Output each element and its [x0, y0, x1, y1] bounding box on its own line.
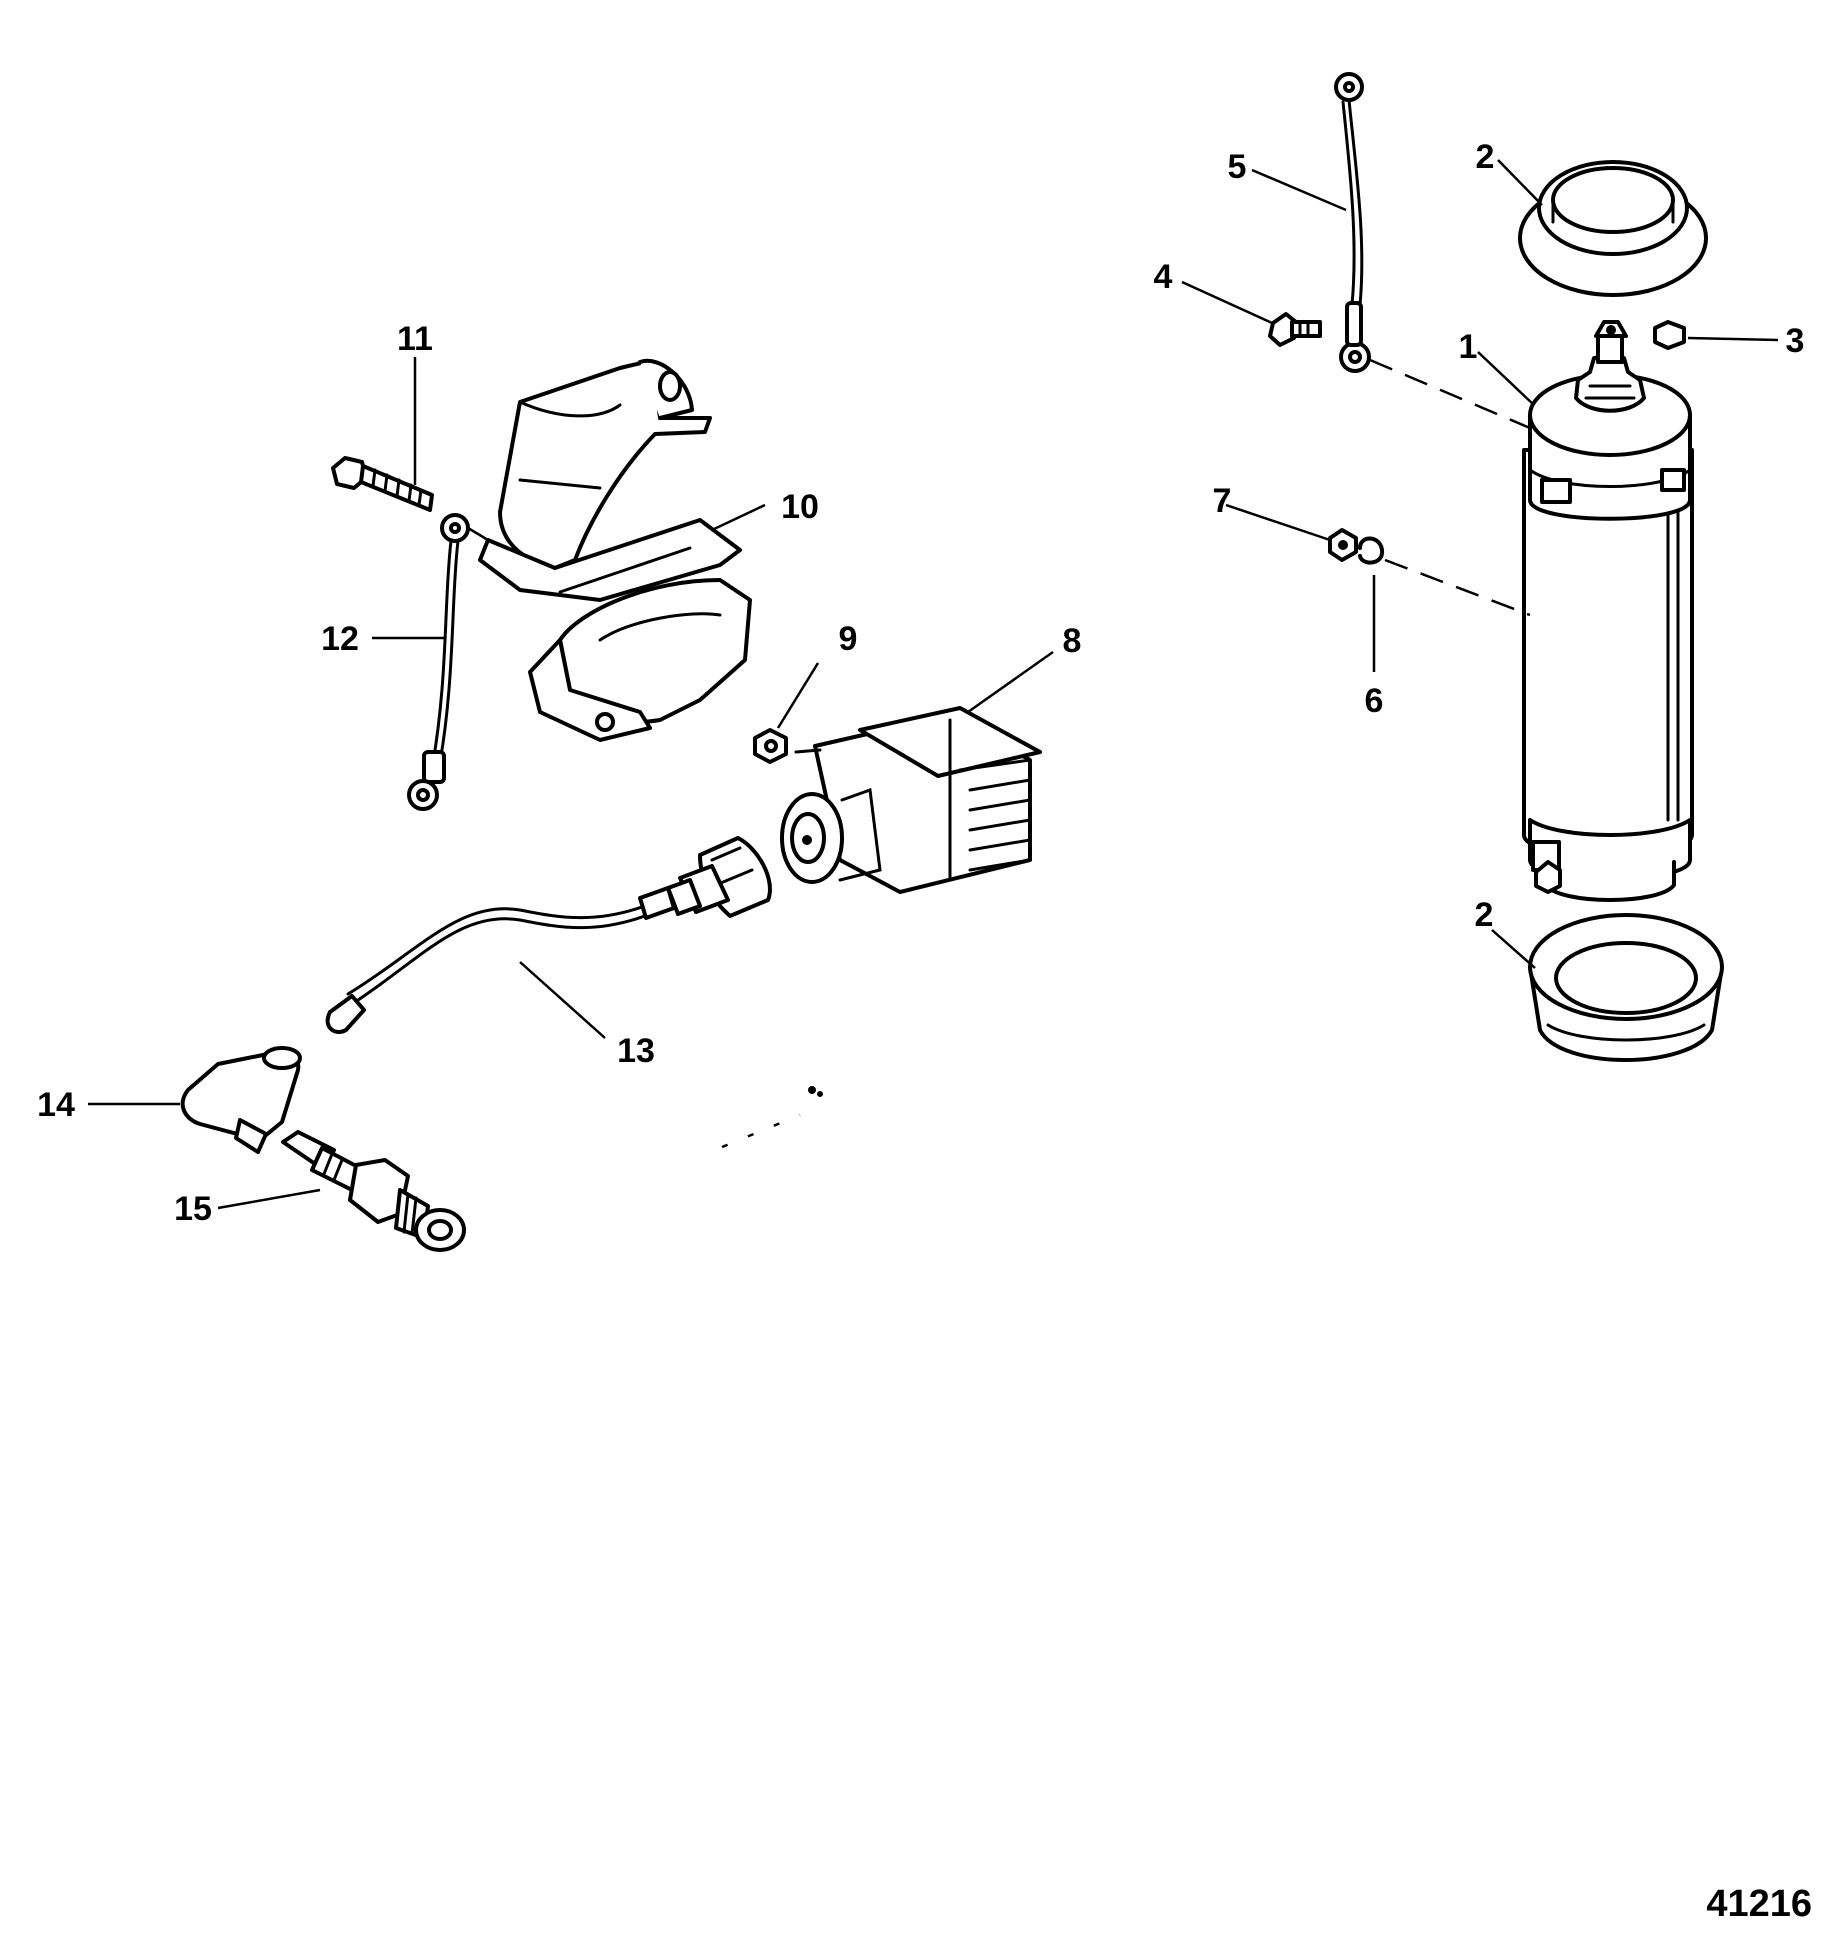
callout-1: 1 [1459, 328, 1478, 366]
callout-7: 7 [1213, 482, 1232, 520]
figure-number: 41216 [1706, 1883, 1812, 1925]
callout-13: 13 [617, 1032, 655, 1070]
callout-4: 4 [1154, 258, 1173, 296]
leader-lines [88, 159, 1779, 1210]
part-7-nut [1328, 528, 1358, 562]
drawing-specks [721, 1086, 823, 1149]
part-11-bolt [331, 456, 434, 512]
callout-2-top: 2 [1476, 138, 1495, 176]
part-1-starter-motor [1522, 320, 1694, 902]
callout-6: 6 [1365, 682, 1384, 720]
part-3-nut [1653, 320, 1686, 350]
assembly-dashed-lines [467, 358, 1531, 617]
part-2-top-collar [1518, 160, 1708, 297]
callout-9: 9 [839, 620, 858, 658]
part-5-ground-cable [1334, 72, 1371, 373]
callout-5: 5 [1228, 148, 1247, 186]
callout-15: 15 [174, 1190, 212, 1228]
part-9-nut [753, 728, 788, 764]
coil-boot [666, 836, 772, 918]
part-6-lockwasher [1358, 536, 1385, 565]
part-2-bottom-collar [1528, 913, 1724, 1062]
part-8-ignition-coil [780, 706, 1042, 894]
callout-14: 14 [37, 1086, 75, 1124]
part-12-ground-lead [407, 513, 470, 811]
callout-11: 11 [397, 320, 433, 358]
part-14-spark-plug-boot [180, 1046, 302, 1154]
callout-2-bottom: 2 [1475, 896, 1494, 934]
part-13-high-tension-lead [325, 886, 676, 1034]
callout-10: 10 [781, 488, 819, 526]
callout-8: 8 [1063, 622, 1082, 660]
callout-labels: 1 2 2 3 4 5 6 7 8 9 10 11 12 13 14 15 [37, 138, 1804, 1228]
callout-12: 12 [321, 620, 359, 658]
part-4-bolt [1268, 312, 1322, 347]
callout-3: 3 [1786, 322, 1805, 360]
part-15-spark-plug [281, 1130, 466, 1252]
part-10-coil-bracket [478, 358, 752, 742]
